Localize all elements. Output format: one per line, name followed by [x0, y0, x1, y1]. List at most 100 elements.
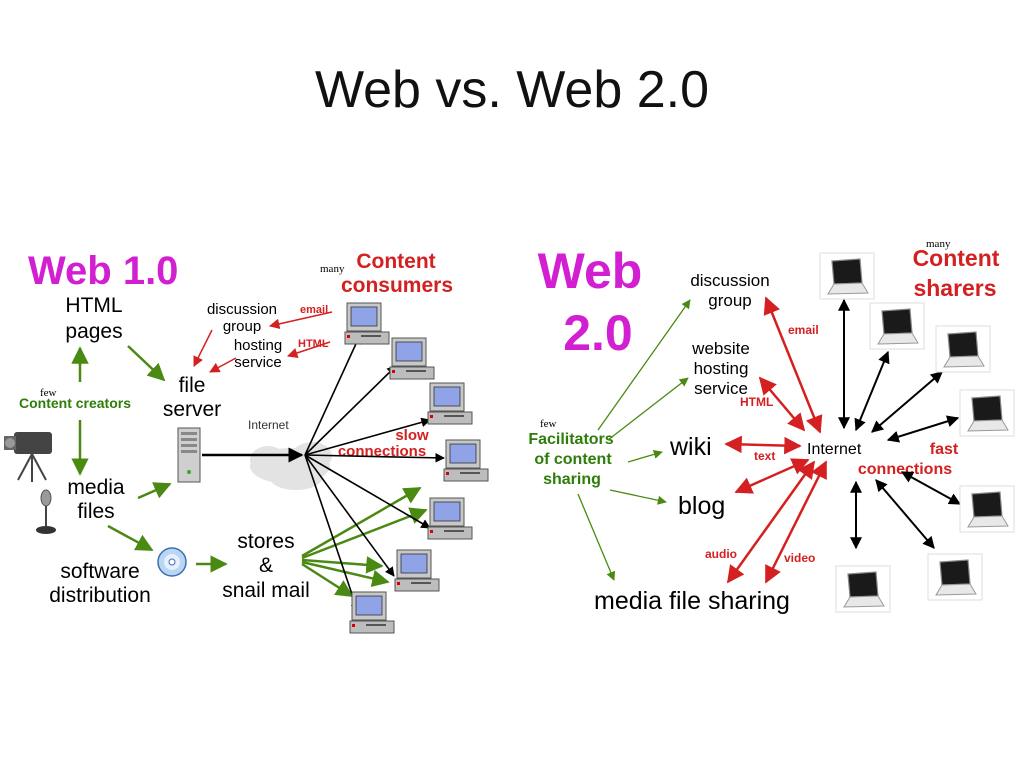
w2-wiki-label: wiki: [669, 433, 712, 461]
video-camera-icon: [4, 432, 52, 482]
arrow-fac-to-discussion: [597, 299, 691, 431]
w2-website-hosting-line3: service: [694, 379, 748, 398]
arrow-stores-to-pc1: [301, 486, 422, 558]
web2-heading-line1: Web: [538, 243, 643, 299]
arrow-internet-wiki: [724, 435, 802, 455]
w2-website-hosting-line2: hosting: [694, 359, 749, 378]
desktop-computer-icon: [394, 549, 440, 592]
internet-label: Internet: [248, 418, 289, 432]
w2-fast-connections-line2: connections: [858, 461, 952, 478]
few-label: few: [40, 387, 57, 399]
w2-html-tag: HTML: [740, 395, 773, 409]
w2-discussion-group-line2: group: [708, 291, 751, 310]
arrow-internet-laptop3: [871, 371, 943, 433]
w2-video-tag: video: [784, 551, 815, 565]
arrow-internet-laptop6: [875, 479, 935, 549]
arrow-fac-to-wiki: [627, 449, 663, 463]
content-creators-label: Content creators: [19, 395, 131, 411]
arrow-hub-to-pc3: [304, 417, 431, 456]
laptop-icon: [819, 252, 875, 300]
arrow-fac-to-hosting: [607, 377, 689, 441]
w2-few-label: few: [540, 418, 557, 430]
stores-label-line2: &: [259, 554, 273, 577]
web2-red-arrows: [724, 296, 828, 584]
cd-icon: [157, 547, 187, 577]
w2-facilitators-line2: of content: [534, 451, 612, 468]
w2-blog-label: blog: [678, 492, 725, 520]
w2-content-sharers-line2: sharers: [913, 275, 996, 301]
laptop-icon: [869, 302, 925, 350]
web1-panel: Web 1.0 HTML pages few Content creators …: [4, 249, 489, 634]
arrow-hub-to-pc5: [304, 454, 431, 529]
arrow-internet-laptop2: [854, 350, 890, 432]
email-tag: email: [300, 304, 328, 316]
laptop-icon: [927, 553, 983, 601]
stores-label-line1: stores: [237, 530, 294, 553]
software-distribution-label-line2: distribution: [49, 584, 151, 607]
arrow-hub-to-pc4: [304, 453, 445, 463]
desktop-computer-icon: [389, 337, 435, 380]
arrow-hub-to-pc7: [304, 454, 360, 613]
desktop-computer-icon: [427, 382, 473, 425]
laptop-icon: [959, 485, 1015, 533]
arrow-internet-laptop4: [886, 415, 960, 443]
hosting-service-label-line1: hosting: [234, 337, 282, 354]
content-consumers-label-line1: Content: [356, 250, 435, 273]
arrow-hub-to-pc2: [304, 365, 397, 456]
arrow-media-to-cd: [107, 524, 154, 552]
stores-label-line3: snail mail: [222, 579, 310, 602]
arrow-hub-to-pc1: [304, 334, 361, 456]
many-label: many: [320, 263, 345, 275]
w2-media-file-sharing-label: media file sharing: [594, 587, 790, 615]
microphone-icon: [36, 489, 56, 534]
arrow-hosting-to-server: [209, 357, 237, 373]
desktop-computer-icon: [443, 439, 489, 482]
w2-email-tag: email: [788, 323, 819, 337]
arrow-internet-discussion: [763, 296, 823, 434]
w2-facilitators-line1: Facilitators: [528, 431, 613, 448]
w2-many-label: many: [926, 238, 951, 250]
web1-red-arrows: [193, 311, 333, 373]
arrow-stores-to-pc5: [301, 562, 354, 598]
arrow-internet-hosting: [758, 376, 806, 432]
file-server-label-line1: file: [179, 374, 206, 397]
hosting-service-label-line2: service: [234, 354, 282, 371]
slow-connections-label-line1: slow: [395, 427, 429, 444]
desktop-computer-icon: [349, 591, 395, 634]
web2-heading-line2: 2.0: [563, 305, 633, 361]
cloud-icon: [250, 442, 332, 490]
web2-panel: Web 2.0 discussion group website hosting…: [528, 238, 1015, 615]
server-tower-icon: [177, 427, 201, 483]
discussion-group-label-line1: discussion: [207, 301, 277, 318]
w2-fast-connections-line1: fast: [930, 441, 959, 458]
arrow-fac-to-blog: [609, 489, 667, 505]
html-pages-label-line2: pages: [65, 320, 122, 343]
web2-black-arrows: [838, 298, 962, 550]
desktop-computer-icon: [427, 497, 473, 540]
file-server-label-line2: server: [163, 398, 221, 421]
arrow-hub-to-pc6: [304, 454, 395, 577]
arrow-internet-video: [764, 460, 828, 584]
arrow-fac-to-media: [577, 493, 616, 581]
arrow-email: [268, 311, 333, 330]
laptop-icon: [835, 565, 891, 613]
web1-heading: Web 1.0: [28, 249, 178, 293]
laptop-icon: [935, 325, 991, 373]
desktop-computer-icon: [344, 302, 390, 345]
discussion-group-label-line2: group: [223, 318, 261, 335]
w2-facilitators-line3: sharing: [543, 471, 601, 488]
media-files-label-line2: files: [77, 500, 114, 523]
media-files-label-line1: media: [67, 476, 125, 499]
w2-audio-tag: audio: [705, 547, 737, 561]
w2-internet-label: Internet: [807, 441, 862, 458]
w2-text-tag: text: [754, 449, 775, 463]
arrow-media-to-server: [137, 482, 172, 500]
arrow-discussion-to-server: [193, 329, 213, 367]
web2-green-arrows: [577, 299, 691, 581]
web1-black-arrows: [202, 334, 445, 613]
w2-content-sharers-line1: Content: [913, 245, 1000, 271]
html-tag: HTML: [298, 338, 329, 350]
web1-green-arrows: [71, 345, 428, 598]
software-distribution-label-line1: software: [60, 560, 139, 583]
